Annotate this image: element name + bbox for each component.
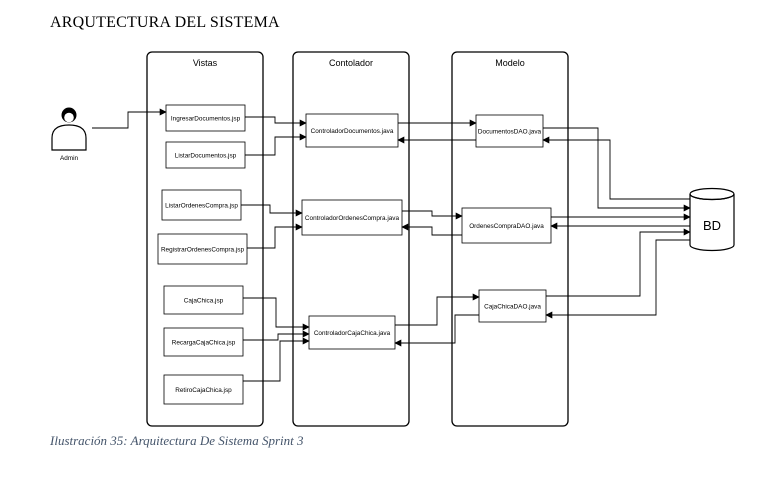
database-label: BD xyxy=(703,218,721,233)
column-controlador xyxy=(292,51,410,427)
column-title-controlador: Contolador xyxy=(329,58,373,68)
controlador-node-label: ControladorOrdenesCompra.java xyxy=(305,215,400,222)
connector-arrow xyxy=(401,223,462,236)
page-title: ARQUTECTURA DEL SISTEMA xyxy=(50,14,280,31)
modelo-node-label: CajaChicaDAO.java xyxy=(484,304,541,311)
vista-node-label: RecargaCajaChica.jsp xyxy=(172,340,236,347)
connector-arrow xyxy=(402,210,463,220)
vista-node-box xyxy=(157,233,248,265)
connector-arrow xyxy=(243,330,310,341)
connector-arrow xyxy=(546,228,691,297)
column-title-vistas: Vistas xyxy=(193,58,218,68)
vista-node-label: RegistrarOrdenesCompra.jsp xyxy=(161,247,245,254)
connector-arrow xyxy=(545,239,690,319)
connector-arrow xyxy=(247,223,303,249)
vista-node-label: ListarOrdenesCompra.jsp xyxy=(165,203,238,210)
controlador-node-box xyxy=(301,199,403,236)
modelo-node-label: DocumentosDAO.java xyxy=(478,129,542,136)
admin-label: Admin xyxy=(60,155,79,162)
controlador-node-box xyxy=(305,113,399,148)
connector-arrow xyxy=(542,136,690,200)
connector-arrow xyxy=(241,204,303,217)
vista-node-label: IngresarDocumentos.jsp xyxy=(171,116,241,123)
vista-node-label: ListarDocumentos.jsp xyxy=(175,153,237,160)
connectors xyxy=(92,108,691,382)
admin-actor-icon xyxy=(51,107,87,151)
vista-node-label: CajaChica.jsp xyxy=(184,298,224,305)
vista-node-box xyxy=(163,327,244,357)
modelo-node-box xyxy=(475,114,544,148)
connector-arrow xyxy=(245,116,307,127)
column-title-modelo: Modelo xyxy=(495,58,525,68)
modelo-node-label: OrdenesCompraDAO.java xyxy=(469,223,544,230)
controlador-node-label: ControladorDocumentos.java xyxy=(311,128,394,135)
connector-arrow xyxy=(395,293,480,326)
vista-node-box xyxy=(163,374,244,405)
connector-arrow xyxy=(92,108,167,129)
vista-node-box xyxy=(165,104,246,132)
connector-arrow xyxy=(543,127,691,212)
connector-arrow xyxy=(245,133,307,156)
figure-caption: Ilustración 35: Arquitectura De Sistema … xyxy=(50,433,304,448)
database-cylinder xyxy=(689,187,735,252)
vista-node-box xyxy=(163,285,244,315)
connector-arrow xyxy=(243,297,310,331)
connector-arrow xyxy=(243,337,310,382)
connector-arrow xyxy=(394,314,479,347)
controlador-node-label: ControladorCajaChica.java xyxy=(314,330,391,337)
vista-node-box xyxy=(165,141,246,169)
modelo-node-box xyxy=(461,207,552,244)
modelo-node-box xyxy=(478,289,547,323)
controlador-node-box xyxy=(308,315,396,350)
vista-node-box xyxy=(161,189,242,221)
vista-node-label: RetiroCajaChica.jsp xyxy=(175,387,232,394)
